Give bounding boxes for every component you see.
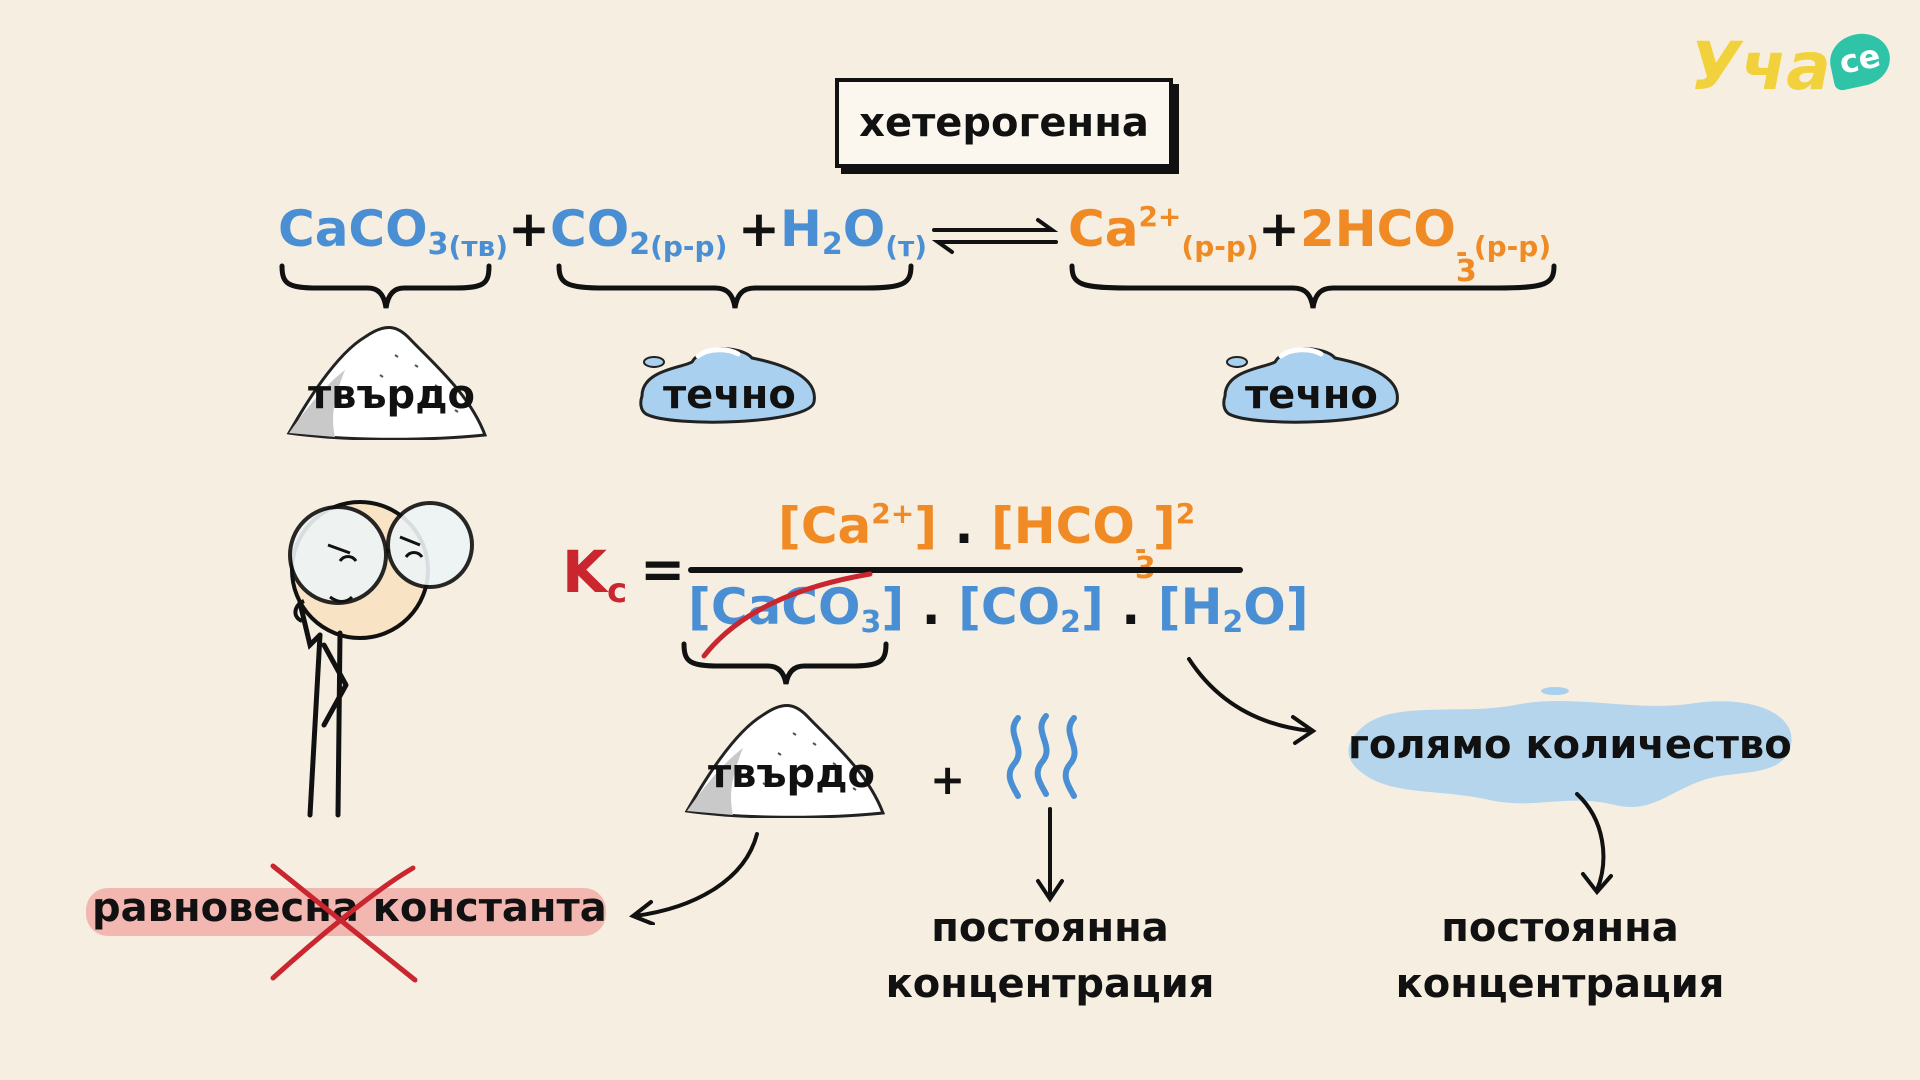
product-hco3: 2HCO-3(р-р) [1300, 200, 1552, 289]
kc-symbol: Kc [562, 538, 628, 611]
brace-liquid-products [1069, 263, 1557, 309]
brace-liquid-reactants [556, 263, 914, 309]
page-title: хетерогенна [859, 100, 1149, 146]
liquid-puddle-icon [1222, 347, 1399, 424]
arrow-curved-icon [1187, 657, 1317, 745]
arrow-down-icon [1036, 807, 1064, 903]
reactant-co2: CO2(р-р) [550, 200, 728, 263]
solid-label-2: твърдо [708, 751, 875, 797]
const-conc-right: постоянна концентрация [1395, 905, 1725, 1007]
liquid-label-1: течно [663, 372, 796, 418]
arrow-curved-down-icon [1575, 792, 1613, 896]
cross-out-icon [270, 863, 418, 983]
kc-equals: = [640, 538, 686, 601]
highlight-bar [86, 888, 606, 936]
equilibrium-arrow-icon [931, 218, 1059, 254]
water-pool-icon [1348, 687, 1792, 808]
solid-pile-icon [684, 704, 886, 818]
scientist-character [288, 500, 474, 818]
liquid-puddle-icon [639, 347, 816, 424]
logo-badge: се [1825, 28, 1895, 92]
steam-icon [1006, 713, 1078, 799]
kc-denominator: [CaCO3] . [CO2] . [H2O] [688, 578, 1309, 640]
large-amount-label: голямо количество [1348, 722, 1792, 768]
kc-numerator: [Ca2+] . [HCO-3]2 [778, 497, 1196, 586]
logo-text: Уча [1690, 28, 1831, 105]
reactant-caco3: CaCO3(тв) [278, 200, 509, 263]
solid-label-1: твърдо [308, 372, 475, 418]
reactant-h2o: H2O(т) [780, 200, 928, 263]
brace-solid [279, 263, 492, 309]
solid-pile-icon [286, 326, 488, 440]
fraction-bar [688, 567, 1243, 573]
arrow-to-constant-icon [629, 832, 759, 925]
plus-sign-2: + [738, 200, 780, 258]
const-conc-middle: постоянна концентрация [885, 905, 1215, 1007]
title-box: хетерогенна [835, 78, 1173, 168]
plus-sign-3: + [1258, 200, 1300, 258]
product-ca: Ca2+(р-р) [1068, 200, 1259, 263]
plus-sign-lower: + [930, 755, 966, 804]
liquid-label-2: течно [1245, 372, 1378, 418]
equilibrium-constant-label: равновесна константа [92, 885, 607, 931]
brace-caco3 [681, 641, 889, 685]
logo: Уча се [1690, 28, 1900, 108]
plus-sign-1: + [508, 200, 550, 258]
strike-caco3-icon [701, 571, 873, 659]
